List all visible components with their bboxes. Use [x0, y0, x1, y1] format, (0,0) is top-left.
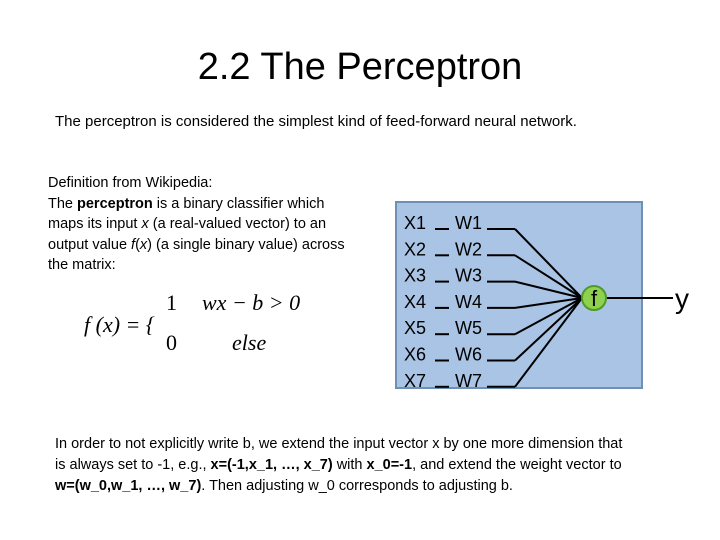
definition-line-5: the matrix:	[48, 257, 116, 273]
activation-node-label: f	[591, 286, 598, 311]
note-text-segment: In order to not explicitly write b, we e…	[55, 436, 623, 473]
weight-connection	[514, 297, 583, 309]
weight-label: W6	[455, 345, 482, 365]
definition-text-segment: is a binary classifier which	[152, 195, 325, 212]
definition-line-2: The perceptron is a binary classifier wh…	[48, 194, 398, 215]
extended-weight-vector: w=(w_0,w_1, …, w_7)	[55, 478, 202, 494]
weight-connection	[514, 297, 583, 336]
input-label: X5	[404, 318, 426, 338]
definition-line-1: Definition from Wikipedia:	[48, 175, 213, 191]
input-label: X7	[404, 371, 426, 390]
weight-label: W7	[455, 371, 482, 390]
perceptron-term: perceptron	[77, 195, 153, 212]
input-variable: x	[139, 236, 148, 253]
input-label: X6	[404, 345, 426, 365]
input-label: X4	[404, 292, 426, 312]
activation-node	[581, 285, 607, 311]
weight-connection	[514, 228, 583, 299]
weight-connection	[514, 297, 583, 388]
formula-case1-condition: wx − b > 0	[202, 290, 300, 315]
input-label: X3	[404, 266, 426, 286]
note-text-segment: . Then adjusting w_0 corresponds to adju…	[201, 478, 513, 494]
definition-text-segment: maps its input	[48, 216, 142, 232]
formula-case1-value: 1	[166, 290, 177, 315]
input-label: X1	[404, 213, 426, 233]
weight-label: W5	[455, 318, 482, 338]
input-variable: x	[141, 216, 149, 232]
definition-line-4: output value f(x) (a single binary value…	[48, 235, 398, 256]
extended-input-vector: x=(-1,x_1, …, x_7)	[210, 457, 333, 473]
slide-subtitle: The perceptron is considered the simples…	[55, 113, 577, 130]
weight-label: W1	[455, 213, 482, 233]
weight-connection	[514, 254, 583, 299]
formula-case2-condition: else	[232, 330, 266, 355]
note-text-segment: with	[332, 457, 367, 473]
formula-lhs: f (x) = {	[84, 312, 155, 337]
bottom-note: In order to not explicitly write b, we e…	[55, 434, 635, 497]
input-edges	[435, 228, 583, 388]
function-symbol: f	[131, 236, 136, 253]
definition-text: Definition from Wikipedia: The perceptro…	[48, 173, 398, 276]
note-text-segment: , and extend the weight vector to	[412, 457, 622, 473]
perceptron-formula: f (x) = { 1 wx − b > 0 0 else	[84, 290, 300, 355]
weight-label: W3	[455, 266, 482, 286]
weight-connection	[514, 280, 583, 299]
definition-text-segment: (a real-valued vector) to an	[148, 216, 327, 232]
slide-title: 2.2 The Perceptron	[197, 46, 523, 88]
bias-input-definition: x_0=-1	[366, 457, 413, 473]
weight-label: W2	[455, 239, 482, 259]
definition-text-segment: ) (a single binary value) across	[147, 236, 345, 253]
weight-label: W4	[455, 292, 482, 312]
definition-line-3: maps its input x (a real-valued vector) …	[48, 214, 398, 235]
definition-text-segment: The	[48, 195, 78, 212]
weight-connection	[514, 297, 583, 362]
input-label: X2	[404, 239, 426, 259]
formula-case2-value: 0	[166, 330, 177, 355]
definition-text-segment: output value	[48, 236, 132, 253]
output-label: y	[675, 283, 689, 314]
definition-text-segment: (	[135, 236, 140, 253]
